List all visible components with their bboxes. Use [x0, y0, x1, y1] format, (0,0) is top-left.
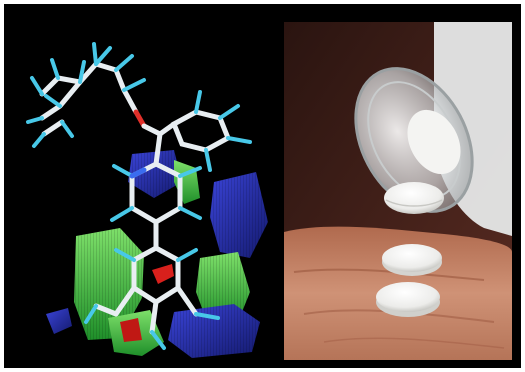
field-blue-upper	[128, 150, 182, 198]
field-blue-bottom	[168, 304, 260, 358]
pill-in-bottle-mouth	[384, 182, 444, 214]
field-blue-small-left	[46, 308, 72, 334]
field-blue-top-right	[210, 172, 268, 258]
pill-upper	[382, 244, 442, 276]
molecular-model-image	[26, 42, 268, 358]
field-red-bottom	[120, 318, 142, 342]
pills-photo-image	[284, 22, 512, 360]
molecule-bonds	[26, 42, 252, 350]
pills-photo-panel	[284, 22, 512, 360]
molecular-model-panel	[24, 22, 276, 360]
figure-frame	[4, 4, 521, 368]
field-red-center	[152, 264, 174, 284]
pill-lower	[376, 282, 440, 317]
pill-bottle	[354, 22, 512, 236]
